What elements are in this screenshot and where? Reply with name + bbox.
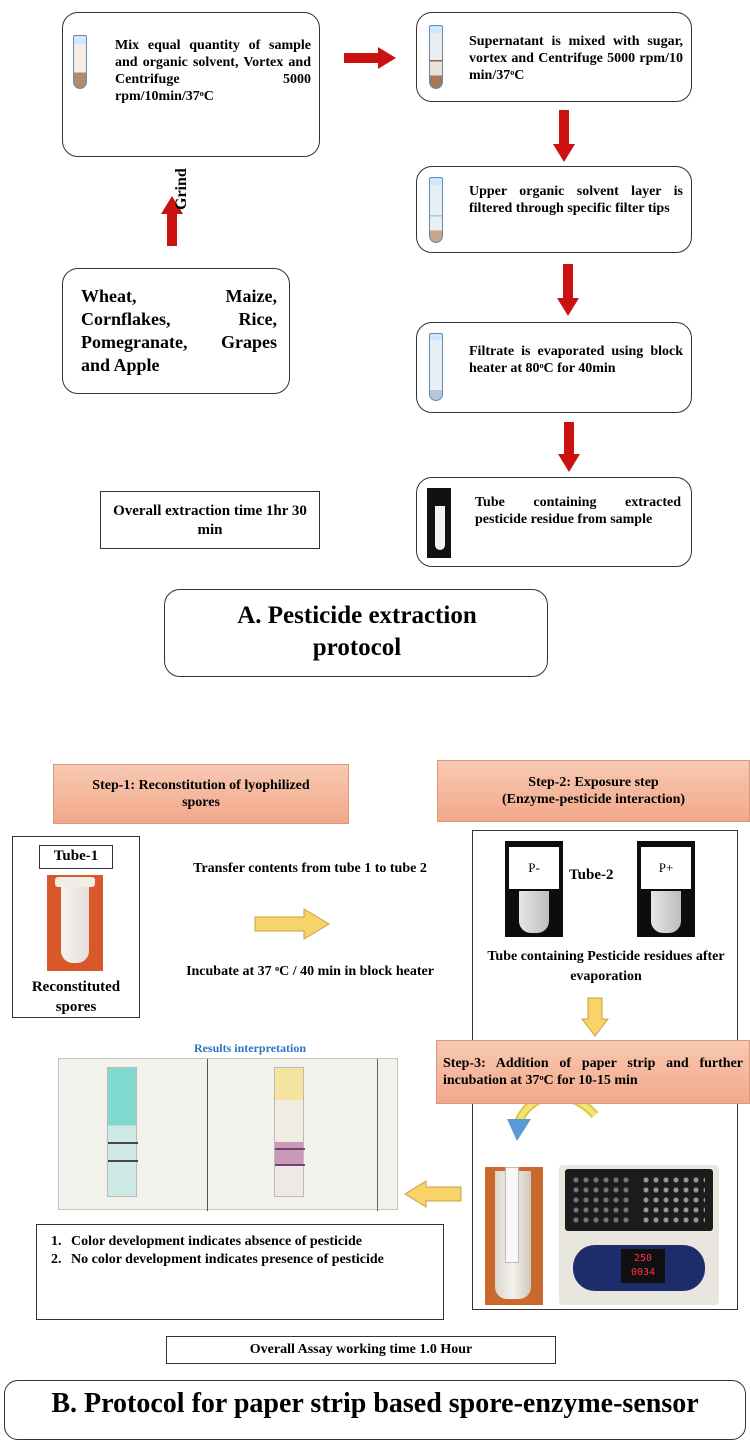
- heater-display: 250 0034: [621, 1249, 665, 1283]
- mix-step-box: Mix equal quantity of sample and organic…: [62, 12, 320, 157]
- tube-icon: [429, 177, 443, 243]
- section-a-title-box: A. Pesticide extraction protocol: [164, 589, 548, 677]
- tube-icon: [429, 333, 443, 401]
- extraction-time-box: Overall extraction time 1hr 30 min: [100, 491, 320, 549]
- section-b-title-box: B. Protocol for paper strip based spore-…: [4, 1380, 746, 1440]
- tube1-panel: Tube-1 Reconstituted spores: [12, 836, 140, 1018]
- yellow-arrow-down: [580, 997, 610, 1042]
- block-heater-photo: 250 0034: [559, 1165, 719, 1305]
- yellow-arrow-right: [254, 908, 330, 945]
- supernatant-step-text: Supernatant is mixed with sugar, vortex …: [469, 34, 683, 83]
- tube1-photo: [47, 875, 103, 971]
- incubate-text: Incubate at 37 ᵒC / 40 min in block heat…: [186, 964, 434, 979]
- evaporate-step-box: Filtrate is evaporated using block heate…: [416, 322, 692, 413]
- supernatant-step-box: Supernatant is mixed with sugar, vortex …: [416, 12, 692, 102]
- red-arrow-up: [161, 196, 183, 251]
- tube-icon: [427, 488, 451, 558]
- strip-in-tube-photo: [485, 1167, 543, 1305]
- results-list: Color development indicates absence of p…: [37, 1233, 443, 1269]
- grind-label: Grind: [173, 168, 190, 210]
- section-b-title: B. Protocol for paper strip based spore-…: [51, 1388, 699, 1419]
- tube-p-plus-photo: P+: [637, 841, 695, 937]
- p-plus-label: P+: [641, 847, 691, 889]
- filter-step-box: Upper organic solvent layer is filtered …: [416, 166, 692, 253]
- tube2-caption: Tube containing Pesticide residues after…: [487, 949, 725, 984]
- tube2-label: Tube-2: [569, 867, 614, 883]
- strip-no-color: [274, 1067, 305, 1197]
- extracted-step-text: Tube containing extracted pesticide resi…: [475, 495, 681, 527]
- extraction-time-text: Overall extraction time 1hr 30 min: [113, 503, 307, 538]
- tube1-label: Tube-1: [39, 845, 113, 869]
- samples-box: Wheat, Maize, Cornflakes, Rice, Pomegran…: [62, 268, 290, 394]
- section-a-title: A. Pesticide extraction protocol: [237, 602, 477, 661]
- step2-label: Step-2: Exposure step (Enzyme-pesticide …: [437, 760, 750, 822]
- step3-label: Step-3: Addition of paper strip and furt…: [436, 1040, 750, 1104]
- results-list-box: Color development indicates absence of p…: [36, 1224, 444, 1320]
- results-photo: [58, 1058, 398, 1211]
- yellow-arrow-left: [404, 1180, 462, 1213]
- reconstituted-label: Reconstituted spores: [31, 979, 121, 1015]
- results-title: Results interpretation: [193, 1041, 307, 1055]
- filter-step-text: Upper organic solvent layer is filtered …: [469, 184, 683, 216]
- assay-time-text: Overall Assay working time 1.0 Hour: [249, 1342, 473, 1357]
- red-arrow-down: [558, 422, 580, 477]
- transfer-text: Transfer contents from tube 1 to tube 2: [193, 861, 427, 876]
- samples-text: Wheat, Maize, Cornflakes, Rice, Pomegran…: [81, 286, 277, 375]
- assay-time-box: Overall Assay working time 1.0 Hour: [166, 1336, 556, 1364]
- mix-step-text: Mix equal quantity of sample and organic…: [115, 38, 311, 104]
- red-arrow-down: [553, 110, 575, 167]
- tube-icon: [429, 25, 443, 89]
- red-arrow-down: [557, 264, 579, 321]
- result-item: No color development indicates presence …: [65, 1251, 443, 1269]
- strip-color-developed: [107, 1067, 138, 1197]
- tube-icon: [73, 35, 87, 89]
- tube-p-minus-photo: P-: [505, 841, 563, 937]
- p-minus-label: P-: [509, 847, 559, 889]
- step1-label: Step-1: Reconstitution of lyophilized sp…: [53, 764, 349, 824]
- evaporate-step-text: Filtrate is evaporated using block heate…: [469, 344, 683, 376]
- red-arrow-right: [344, 47, 396, 69]
- result-item: Color development indicates absence of p…: [65, 1233, 443, 1251]
- extracted-step-box: Tube containing extracted pesticide resi…: [416, 477, 692, 567]
